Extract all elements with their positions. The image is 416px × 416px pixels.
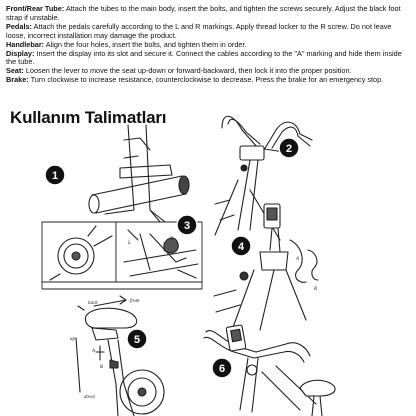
svg-text:4: 4 bbox=[238, 241, 245, 253]
svg-text:3: 3 bbox=[184, 220, 190, 232]
instruction-display: Display: Insert the display into its slo… bbox=[6, 48, 402, 67]
label-b-cable: B bbox=[314, 287, 317, 292]
step-badge-5: 5 bbox=[126, 328, 148, 350]
step-badge-3: 3 bbox=[176, 214, 198, 236]
instruction-front-rear-tube: Front/Rear Tube: Attach the tubes to the… bbox=[6, 4, 401, 22]
illustration-brake bbox=[203, 324, 336, 416]
label-l: L bbox=[127, 241, 131, 246]
instruction-seat: Seat: Loosen the lever to move the seat … bbox=[6, 66, 352, 76]
label-b: B bbox=[100, 365, 103, 370]
svg-text:2: 2 bbox=[286, 143, 292, 155]
svg-text:5: 5 bbox=[134, 334, 140, 346]
instruction-brake: Brake: Turn clockwise to increase resist… bbox=[6, 75, 384, 85]
label-a-cable: A bbox=[295, 257, 300, 262]
label-down: down bbox=[84, 395, 95, 400]
instructions: Front/Rear Tube: Attach the tubes to the… bbox=[6, 4, 410, 85]
label-r: R bbox=[169, 237, 173, 242]
instruction-pedals: Pedals: Attach the pedals carefully acco… bbox=[6, 21, 392, 40]
step-badge-1: 1 bbox=[44, 164, 66, 186]
illustration-pedal-panels bbox=[41, 221, 203, 290]
illustration-seat bbox=[75, 295, 165, 416]
label-back: back bbox=[88, 301, 98, 306]
label-a: A bbox=[91, 349, 96, 354]
svg-text:1: 1 bbox=[52, 170, 58, 182]
label-up: up bbox=[70, 337, 76, 342]
instruction-handlebar: Handlebar: Align the four holes, insert … bbox=[6, 39, 247, 49]
step-badge-6: 6 bbox=[211, 357, 233, 379]
step-badge-4: 4 bbox=[230, 235, 252, 257]
page-title: Kullanım Talimatları bbox=[10, 108, 167, 127]
label-front: front bbox=[130, 299, 140, 304]
step-badge-2: 2 bbox=[278, 137, 300, 159]
svg-text:6: 6 bbox=[219, 363, 225, 375]
illustration-display bbox=[213, 203, 319, 331]
illustration-frame-tube bbox=[88, 124, 190, 225]
